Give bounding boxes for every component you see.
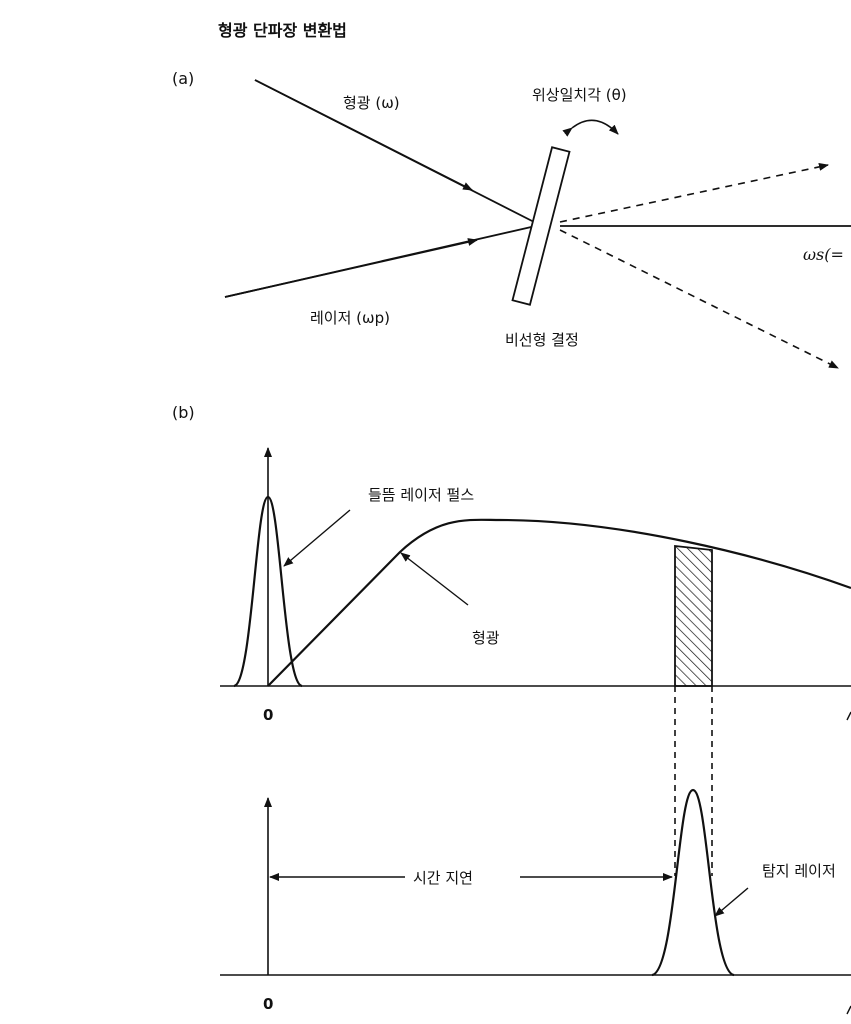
fluorescence-label: 형광	[472, 629, 500, 647]
bottom-axis-edge-mark	[846, 1005, 851, 1015]
excitation-pulse-curve	[233, 495, 303, 688]
dashed-beam-up	[559, 162, 829, 223]
figure-title: 형광 단파장 변환법	[218, 21, 347, 40]
excitation-pulse-label: 들뜸 레이저 펄스	[368, 486, 474, 504]
top-axis-edge-mark	[846, 711, 851, 721]
output-beam-label: ωs(=	[803, 245, 844, 264]
probe-pulse-curve	[651, 788, 735, 977]
probe-pointer-arrow	[714, 887, 749, 917]
crystal-label: 비선형 결정	[505, 331, 579, 349]
dashed-beam-down	[559, 229, 839, 369]
rotation-arrow-icon	[562, 119, 619, 137]
fluorescence-curve	[267, 518, 851, 687]
gate-window	[674, 544, 713, 687]
top-zero-tick: 0	[263, 706, 273, 724]
phase-angle-label: 위상일치각 (θ)	[532, 86, 627, 104]
time-delay-label: 시간 지연	[413, 869, 473, 887]
probe-pulse-label: 탐지 레이저	[762, 862, 836, 880]
fluorescence-beam	[254, 79, 541, 226]
laser-beam-label: 레이저 (ωp)	[310, 309, 390, 327]
panel-b-label: (b)	[172, 403, 195, 422]
fluorescence-beam-label: 형광 (ω)	[343, 94, 400, 112]
laser-beam	[224, 224, 541, 298]
nonlinear-crystal	[511, 146, 571, 306]
panel-a-label: (a)	[172, 69, 194, 88]
fluorescence-pointer-arrow	[400, 552, 469, 606]
bottom-zero-tick: 0	[263, 995, 273, 1013]
excitation-pointer-arrow	[283, 509, 351, 567]
